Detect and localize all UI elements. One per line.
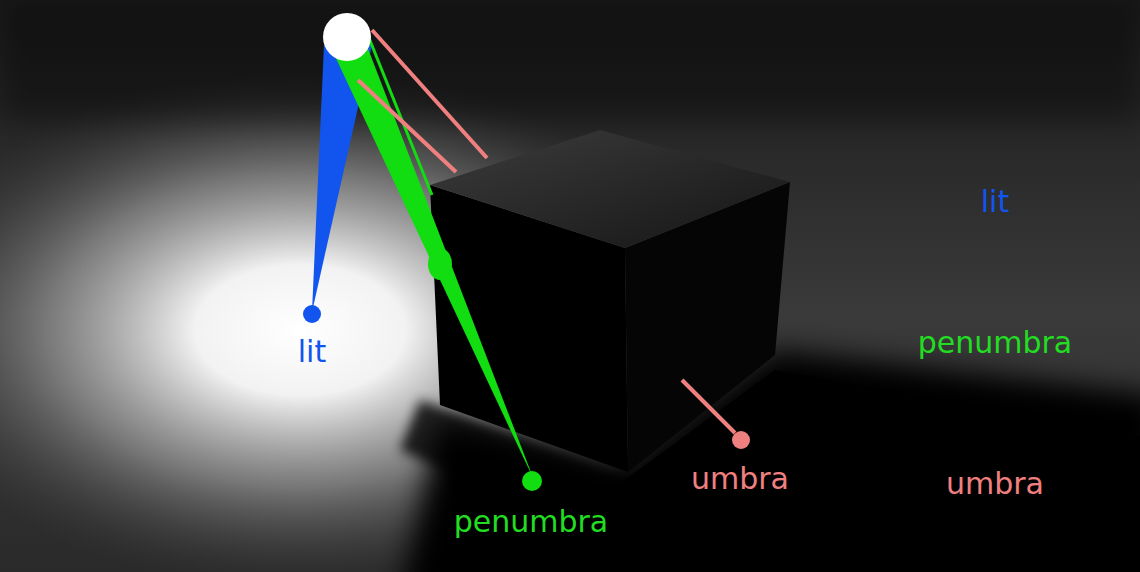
umbra-label: umbra <box>691 462 789 495</box>
lit-label: lit <box>298 335 326 368</box>
penumbra-label: penumbra <box>918 326 1073 359</box>
lit-label: lit <box>981 185 1009 218</box>
umbra-label: umbra <box>946 467 1044 500</box>
penumbra-label: penumbra <box>454 505 609 538</box>
